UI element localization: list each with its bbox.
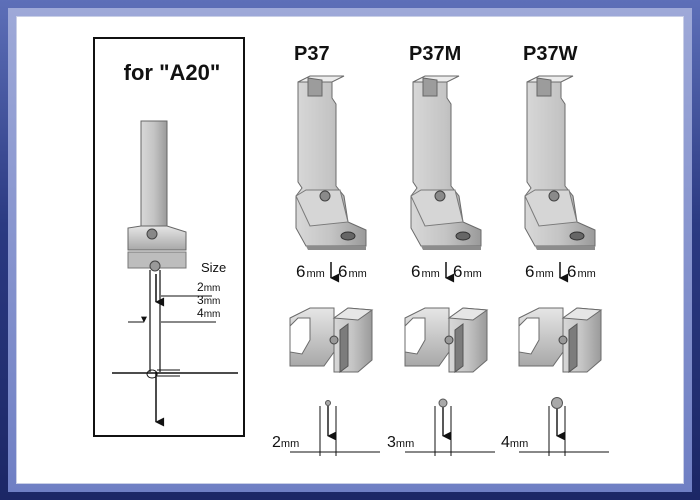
foot-sole-view [518,307,603,373]
foot-model-label: P37W [523,43,578,65]
foot-model-label: P37M [409,43,461,65]
size-label: Size [201,260,226,275]
step-right-value: 6mm [338,262,367,281]
a20-title: for "A20" [124,60,221,85]
needle-hole-icon [325,400,331,406]
step-left-value: 6mm [411,262,440,281]
size-item: 4mm [197,306,220,320]
gauge-detail: 2mm [272,400,380,456]
needle-hole-icon [438,398,448,408]
gauge-value: 4mm [501,434,528,451]
gauge-value: 3mm [387,434,414,451]
feet-container: P37 6mm 6mm [272,43,609,456]
step-left-value: 6mm [296,262,325,281]
foot-side-view [410,75,482,250]
foot-base [127,225,187,251]
thread-loop-icon [146,369,180,379]
needle-hole-icon [551,397,563,409]
step-label: 6mm 6mm [411,262,482,283]
a20-detail-panel: for "A20" Size 2mm 3mm 4mm [93,37,245,437]
step-label: 6mm 6mm [525,262,596,283]
size-item: 2mm [197,280,220,294]
foot-column: P37W 6mm 6mm [501,43,609,456]
foot-column: P37M 6mm 6mm [387,43,495,456]
gauge-value: 2mm [272,434,299,451]
foot-shank [140,120,168,227]
foot-model-label: P37 [294,43,330,65]
foot-side-view [524,75,596,250]
foot-column: P37 6mm 6mm [272,43,380,456]
gauge-detail: 4mm [501,397,609,456]
foot-sole-view [404,307,489,373]
foot-sole-view [289,307,374,373]
step-right-value: 6mm [567,262,596,281]
screw-icon [146,228,158,240]
foot-side-view [295,75,367,250]
needle-guide-icon [149,260,161,272]
step-label: 6mm 6mm [296,262,367,283]
size-item: 3mm [197,293,220,307]
step-left-value: 6mm [525,262,554,281]
gauge-detail: 3mm [387,398,495,456]
step-right-value: 6mm [453,262,482,281]
